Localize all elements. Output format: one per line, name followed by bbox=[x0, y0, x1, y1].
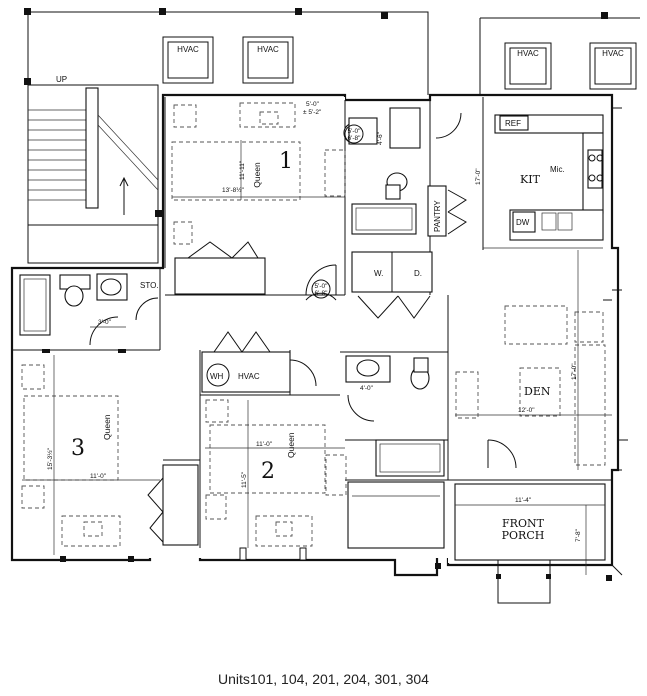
washer-label: W. bbox=[374, 269, 383, 278]
kitchen-label: KIT bbox=[520, 173, 541, 186]
bath-1-clear: ± 5'-2" bbox=[303, 109, 322, 116]
hvac-closet-label: HVAC bbox=[238, 372, 260, 381]
kitchen: REF Mic. DW KIT 17'-0" bbox=[435, 112, 604, 249]
turn-1-top: 5'-0" bbox=[348, 128, 362, 135]
utility-closet: WH HVAC bbox=[201, 331, 317, 393]
bedroom-3-width: 11'-0" bbox=[90, 473, 107, 480]
hvac-unit-3: HVAC bbox=[504, 42, 552, 90]
turn-1-bottom: 6'-8" bbox=[348, 135, 362, 142]
bedroom-2-bed: Queen bbox=[286, 432, 296, 458]
stair: UP bbox=[27, 75, 159, 264]
unit-caption: Units101, 104, 201, 204, 301, 304 bbox=[218, 671, 429, 687]
wh-label: WH bbox=[210, 372, 224, 381]
bath-2-width: 4'-0" bbox=[360, 385, 374, 392]
dryer-label: D. bbox=[414, 269, 422, 278]
hvac-label: HVAC bbox=[517, 49, 539, 58]
front-porch: 11'-4" FRONT PORCH 7'-8" bbox=[435, 483, 623, 604]
den-label: DEN bbox=[524, 385, 551, 398]
bedroom-3: 3 Queen 11'-0" 15'-3½" bbox=[21, 349, 199, 555]
turn-2-bottom: 6'-8" bbox=[315, 290, 329, 297]
den-height: 17'-0" bbox=[571, 363, 578, 380]
mic-label: Mic. bbox=[550, 165, 565, 174]
bath-3: STO. 3'-0" bbox=[19, 273, 159, 346]
bedroom-3-bed: Queen bbox=[102, 414, 112, 440]
pantry-label: PANTRY bbox=[433, 200, 442, 232]
hvac-unit-2: HVAC bbox=[242, 36, 294, 84]
laundry: W. D. bbox=[351, 251, 433, 319]
bedroom-1-number: 1 bbox=[279, 149, 293, 174]
bedroom-2-number: 2 bbox=[261, 459, 275, 484]
turn-2-top: 5'-0" bbox=[315, 283, 329, 290]
bath-2: 4'-0" bbox=[345, 355, 445, 487]
bedroom-1-height: 11'-11" bbox=[239, 160, 246, 180]
hvac-label: HVAC bbox=[177, 45, 199, 54]
bedroom-1-width: 13'-8½" bbox=[222, 186, 245, 194]
porch-label-line2: PORCH bbox=[502, 529, 545, 542]
hvac-unit-1: HVAC bbox=[162, 36, 214, 84]
dw-label: DW bbox=[516, 218, 530, 227]
hvac-unit-4: HVAC bbox=[589, 42, 637, 90]
bath-1-width: 5'-0" bbox=[306, 101, 320, 108]
windows-right bbox=[612, 107, 628, 471]
den: DEN 12'-0" 17'-0" bbox=[455, 250, 612, 470]
kitchen-height: 17'-0" bbox=[475, 168, 482, 185]
den-width: 12'-0" bbox=[518, 407, 535, 414]
hvac-label: HVAC bbox=[257, 45, 279, 54]
pantry: PANTRY bbox=[427, 185, 467, 237]
porch-height: 7'-8" bbox=[575, 528, 582, 542]
bath-1: 5'-0" ± 5'-2" 4'-6" 5'-0" 6'-8" bbox=[303, 101, 421, 235]
hall-width: 3'-0" bbox=[98, 319, 112, 326]
bedroom-3-number: 3 bbox=[71, 436, 85, 461]
bath-1-depth: 4'-6" bbox=[377, 131, 384, 145]
turn-circle-2: 5'-0" 6'-8" bbox=[305, 279, 337, 301]
bedroom-1-bed: Queen bbox=[252, 162, 262, 188]
bedroom-3-height: 15'-3½" bbox=[46, 447, 54, 470]
porch-width: 11'-4" bbox=[515, 497, 532, 504]
ref-label: REF bbox=[505, 119, 521, 128]
bedroom-2-height: 11'-5" bbox=[241, 471, 248, 488]
stair-up-label: UP bbox=[56, 75, 67, 84]
porch-label-line1: FRONT bbox=[502, 517, 545, 530]
storage-label: STO. bbox=[140, 281, 159, 290]
bedroom-1: 1 Queen 13'-8½" 11'-11" bbox=[171, 102, 346, 296]
hvac-label: HVAC bbox=[602, 49, 624, 58]
bedroom-2: 2 Queen 11'-0" 11'-5" bbox=[60, 399, 445, 562]
exterior-walls bbox=[10, 93, 620, 577]
bedroom-2-width: 11'-0" bbox=[256, 441, 273, 448]
